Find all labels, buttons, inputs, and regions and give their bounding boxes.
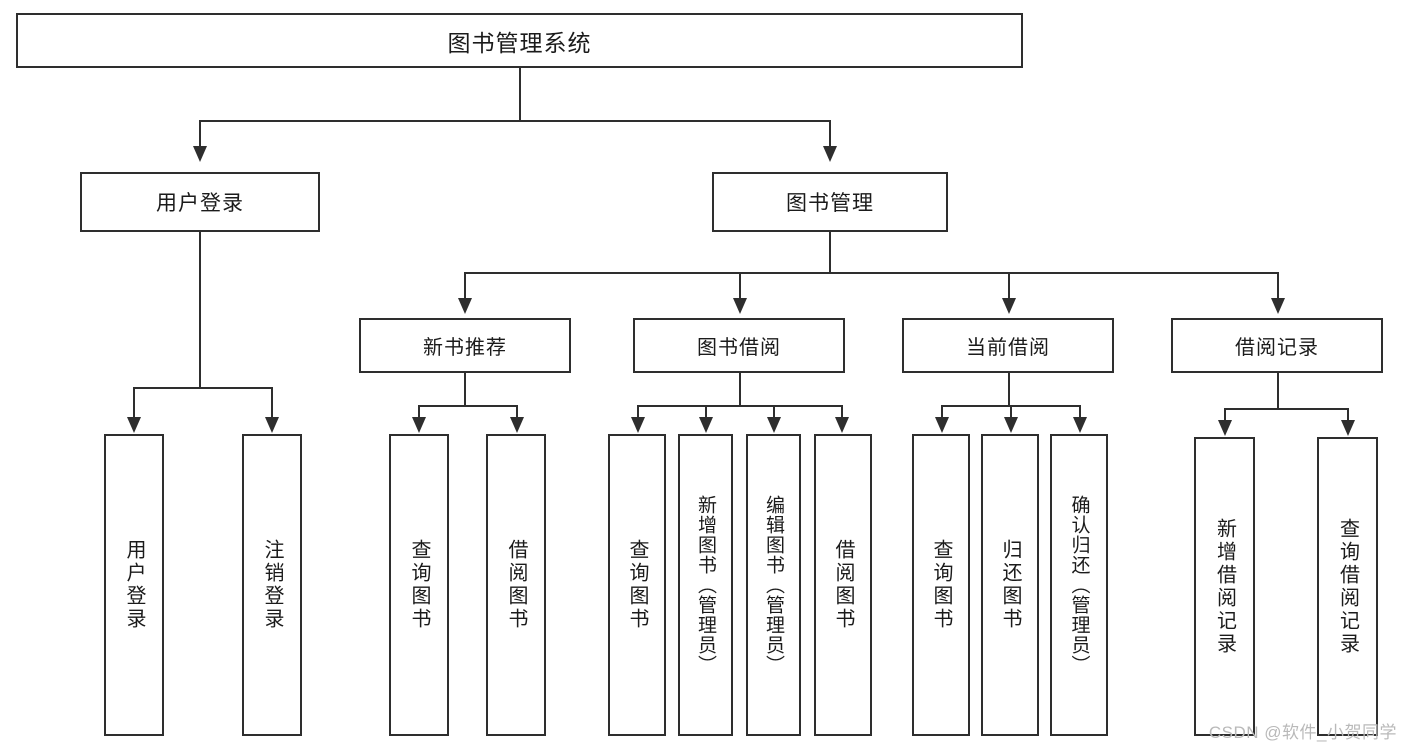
node-book-borrow[interactable]: 图书借阅 (633, 318, 845, 373)
arrowhead-bb-borrow-book (835, 417, 849, 433)
arrowhead-current-borrow (1002, 298, 1016, 314)
node-leaf-cb-confirm-return-admin[interactable]: 确认归还（管理员） (1050, 434, 1108, 736)
connector-br-c1 (1224, 408, 1226, 422)
node-label: 查询借阅记录 (1336, 517, 1359, 656)
arrowhead-bb-add-book (699, 417, 713, 433)
arrowhead-cb-return-book (1004, 417, 1018, 433)
node-label: 借阅图书 (505, 539, 527, 631)
connector-bm-to-book-borrow (739, 272, 741, 300)
node-root-book-management-system[interactable]: 图书管理系统 (16, 13, 1023, 68)
node-leaf-br-query-record[interactable]: 查询借阅记录 (1317, 437, 1378, 736)
connector-book-borrow-stem (739, 373, 741, 405)
node-label: 图书借阅 (697, 337, 781, 359)
arrowhead-leaf-user-login (127, 417, 141, 433)
arrowhead-bb-query-book (631, 417, 645, 433)
arrowhead-br-query-record (1341, 420, 1355, 436)
node-label: 编辑图书（管理员） (763, 495, 784, 675)
arrowhead-book-management (823, 146, 837, 162)
node-label: 查询图书 (930, 539, 952, 631)
node-user-login[interactable]: 用户登录 (80, 172, 320, 232)
connector-current-borrow-stem (1008, 373, 1010, 405)
node-label: 确认归还（管理员） (1068, 495, 1090, 675)
node-current-borrow[interactable]: 当前借阅 (902, 318, 1114, 373)
node-label: 注销登录 (261, 539, 283, 631)
connector-root-bus (199, 120, 831, 122)
node-leaf-nb-borrow-book[interactable]: 借阅图书 (486, 434, 546, 736)
node-leaf-cb-return-book[interactable]: 归还图书 (981, 434, 1039, 736)
node-book-management[interactable]: 图书管理 (712, 172, 948, 232)
node-leaf-logout[interactable]: 注销登录 (242, 434, 302, 736)
node-label: 新增借阅记录 (1213, 517, 1236, 656)
node-label: 新书推荐 (423, 337, 507, 359)
node-label: 查询图书 (626, 539, 648, 631)
node-leaf-br-add-record[interactable]: 新增借阅记录 (1194, 437, 1255, 736)
connector-cb-c3 (1079, 405, 1081, 419)
node-leaf-nb-query-book[interactable]: 查询图书 (389, 434, 449, 736)
connector-user-login-stem (199, 232, 201, 387)
arrowhead-cb-confirm-return (1073, 417, 1087, 433)
node-label: 新增图书（管理员） (695, 495, 716, 675)
arrowhead-leaf-logout (265, 417, 279, 433)
connector-root-to-book-management (829, 120, 831, 148)
connector-book-management-stem (829, 232, 831, 272)
node-leaf-cb-query-book[interactable]: 查询图书 (912, 434, 970, 736)
node-label: 当前借阅 (966, 337, 1050, 359)
arrowhead-cb-query-book (935, 417, 949, 433)
node-label: 用户登录 (123, 539, 145, 631)
node-label: 归还图书 (999, 539, 1021, 631)
connector-bm-to-borrow-record (1277, 272, 1279, 300)
connector-bb-c2 (705, 405, 707, 419)
connector-bm-to-new-book (464, 272, 466, 300)
node-label: 用户登录 (156, 192, 244, 215)
connector-user-login-child2 (271, 387, 273, 419)
arrowhead-bb-edit-book (767, 417, 781, 433)
connector-user-login-child1 (133, 387, 135, 419)
connector-cb-c2 (1010, 405, 1012, 419)
arrowhead-br-add-record (1218, 420, 1232, 436)
connector-borrow-record-bus (1224, 408, 1348, 410)
connector-user-login-bus (133, 387, 273, 389)
node-label: 图书管理 (786, 192, 874, 215)
arrowhead-book-borrow (733, 298, 747, 314)
watermark-text: CSDN @软件_小贺同学 (1208, 723, 1397, 742)
node-new-book-recommend[interactable]: 新书推荐 (359, 318, 571, 373)
connector-new-book-stem (464, 373, 466, 405)
connector-borrow-record-stem (1277, 373, 1279, 408)
connector-bb-c1 (637, 405, 639, 419)
connector-new-book-c2 (516, 405, 518, 419)
connector-bm-to-current-borrow (1008, 272, 1010, 300)
node-leaf-bb-query-book[interactable]: 查询图书 (608, 434, 666, 736)
arrowhead-borrow-record (1271, 298, 1285, 314)
connector-br-c2 (1347, 408, 1349, 422)
arrowhead-user-login (193, 146, 207, 162)
node-leaf-bb-add-book-admin[interactable]: 新增图书（管理员） (678, 434, 733, 736)
node-leaf-bb-edit-book-admin[interactable]: 编辑图书（管理员） (746, 434, 801, 736)
connector-new-book-c1 (418, 405, 420, 419)
node-leaf-bb-borrow-book[interactable]: 借阅图书 (814, 434, 872, 736)
connector-root-stem (519, 68, 521, 120)
node-label: 查询图书 (408, 539, 430, 631)
node-leaf-user-login[interactable]: 用户登录 (104, 434, 164, 736)
connector-bb-c4 (841, 405, 843, 419)
connector-book-management-bus (464, 272, 1278, 274)
connector-new-book-bus (418, 405, 518, 407)
node-label: 图书管理系统 (447, 29, 592, 56)
connector-bb-c3 (773, 405, 775, 419)
arrowhead-nb-borrow-book (510, 417, 524, 433)
arrowhead-nb-query-book (412, 417, 426, 433)
connector-root-to-user-login (199, 120, 201, 148)
node-label: 借阅图书 (832, 539, 854, 631)
connector-cb-c1 (941, 405, 943, 419)
node-borrow-record[interactable]: 借阅记录 (1171, 318, 1383, 373)
arrowhead-new-book (458, 298, 472, 314)
connector-book-borrow-bus (637, 405, 843, 407)
node-label: 借阅记录 (1235, 337, 1319, 359)
